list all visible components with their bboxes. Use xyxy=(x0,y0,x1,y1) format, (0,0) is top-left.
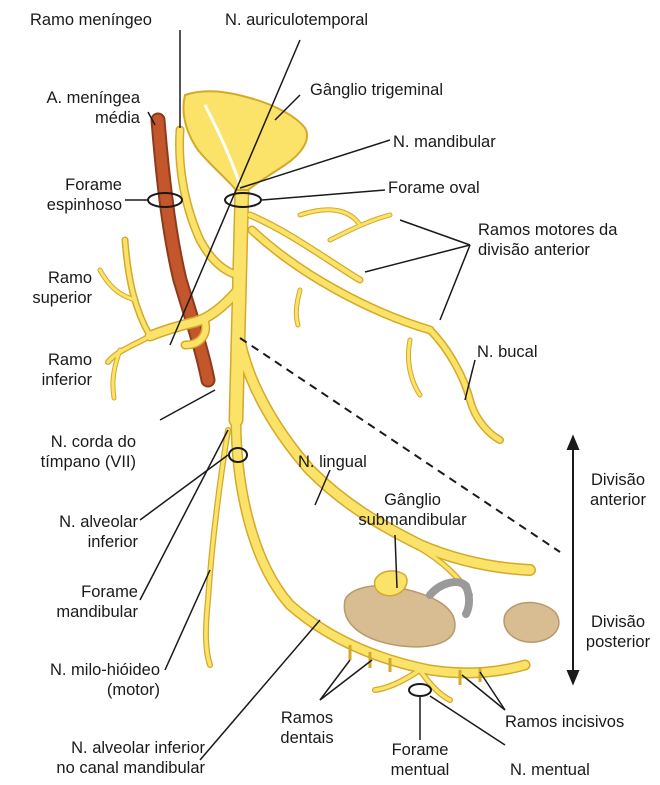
label-n-corda-line1: N. corda do xyxy=(8,432,136,452)
mental-foramen-ring xyxy=(409,684,431,696)
label-forame-mentual-line2: mentual xyxy=(375,760,465,780)
label-n-lingual: N. lingual xyxy=(298,452,367,472)
label-ramo-inferior-line1: Ramo xyxy=(10,350,92,370)
label-ramos-dentais-line2: dentais xyxy=(268,728,346,748)
label-n-alveolar-canal: N. alveolar inferior no canal mandibular xyxy=(10,738,205,778)
label-ramo-meningeo: Ramo meníngeo xyxy=(30,10,152,30)
label-divisao-posterior: Divisão posterior xyxy=(578,612,658,652)
label-a-meningea-line2: média xyxy=(12,108,140,128)
label-forame-mand-line1: Forame xyxy=(10,582,138,602)
label-n-corda: N. corda do tímpano (VII) xyxy=(8,432,136,472)
label-ramos-motores-line2: divisão anterior xyxy=(478,240,617,260)
label-ramos-motores-line1: Ramos motores da xyxy=(478,220,617,240)
label-divisao-anterior-line1: Divisão xyxy=(578,470,658,490)
label-forame-mentual-line1: Forame xyxy=(375,740,465,760)
label-n-milo-hioideo: N. milo-hióideo (motor) xyxy=(10,660,160,700)
submandibular-gland xyxy=(344,586,455,647)
label-divisao-anterior: Divisão anterior xyxy=(578,470,658,510)
label-a-meningea: A. meníngea média xyxy=(12,88,140,128)
label-ganglio-trigeminal: Gânglio trigeminal xyxy=(310,80,443,100)
division-arrows xyxy=(568,437,578,683)
label-n-alveolar-line2: inferior xyxy=(10,532,138,552)
label-n-bucal: N. bucal xyxy=(477,342,538,362)
label-forame-mand-line2: mandibular xyxy=(10,602,138,622)
label-ganglio-submandibular: Gânglio submandibular xyxy=(345,490,480,530)
label-ganglio-sub-line2: submandibular xyxy=(345,510,480,530)
label-forame-mandibular: Forame mandibular xyxy=(10,582,138,622)
label-divisao-posterior-line1: Divisão xyxy=(578,612,658,632)
label-n-corda-line2: tímpano (VII) xyxy=(8,452,136,472)
label-n-alv-canal-line2: no canal mandibular xyxy=(10,758,205,778)
label-n-auriculotemporal: N. auriculotemporal xyxy=(225,10,368,30)
label-forame-espinhoso-line1: Forame xyxy=(12,175,122,195)
label-a-meningea-line1: A. meníngea xyxy=(12,88,140,108)
label-n-alv-canal-line1: N. alveolar inferior xyxy=(10,738,205,758)
label-forame-espinhoso: Forame espinhoso xyxy=(12,175,122,215)
label-divisao-posterior-line2: posterior xyxy=(578,632,658,652)
label-ramo-inferior-line2: inferior xyxy=(10,370,92,390)
label-forame-mentual: Forame mentual xyxy=(375,740,465,780)
label-ramo-superior-line2: superior xyxy=(10,288,92,308)
label-divisao-anterior-line2: anterior xyxy=(578,490,658,510)
label-n-milo-line2: (motor) xyxy=(10,680,160,700)
label-forame-oval: Forame oval xyxy=(388,178,480,198)
label-ramo-superior: Ramo superior xyxy=(10,268,92,308)
label-ramos-motores: Ramos motores da divisão anterior xyxy=(478,220,617,260)
label-n-mentual: N. mentual xyxy=(510,760,590,780)
sublingual-gland xyxy=(504,603,559,643)
submandibular-ganglion xyxy=(375,571,407,596)
label-forame-espinhoso-line2: espinhoso xyxy=(12,195,122,215)
label-n-alveolar: N. alveolar inferior xyxy=(10,512,138,552)
label-n-mandibular: N. mandibular xyxy=(393,132,496,152)
label-ramos-dentais-line1: Ramos xyxy=(268,708,346,728)
label-ramos-incisivos: Ramos incisivos xyxy=(505,712,624,732)
label-n-alveolar-line1: N. alveolar xyxy=(10,512,138,532)
label-ramo-inferior: Ramo inferior xyxy=(10,350,92,390)
label-ramo-superior-line1: Ramo xyxy=(10,268,92,288)
label-n-milo-line1: N. milo-hióideo xyxy=(10,660,160,680)
label-ramos-dentais: Ramos dentais xyxy=(268,708,346,748)
label-ganglio-sub-line1: Gânglio xyxy=(345,490,480,510)
